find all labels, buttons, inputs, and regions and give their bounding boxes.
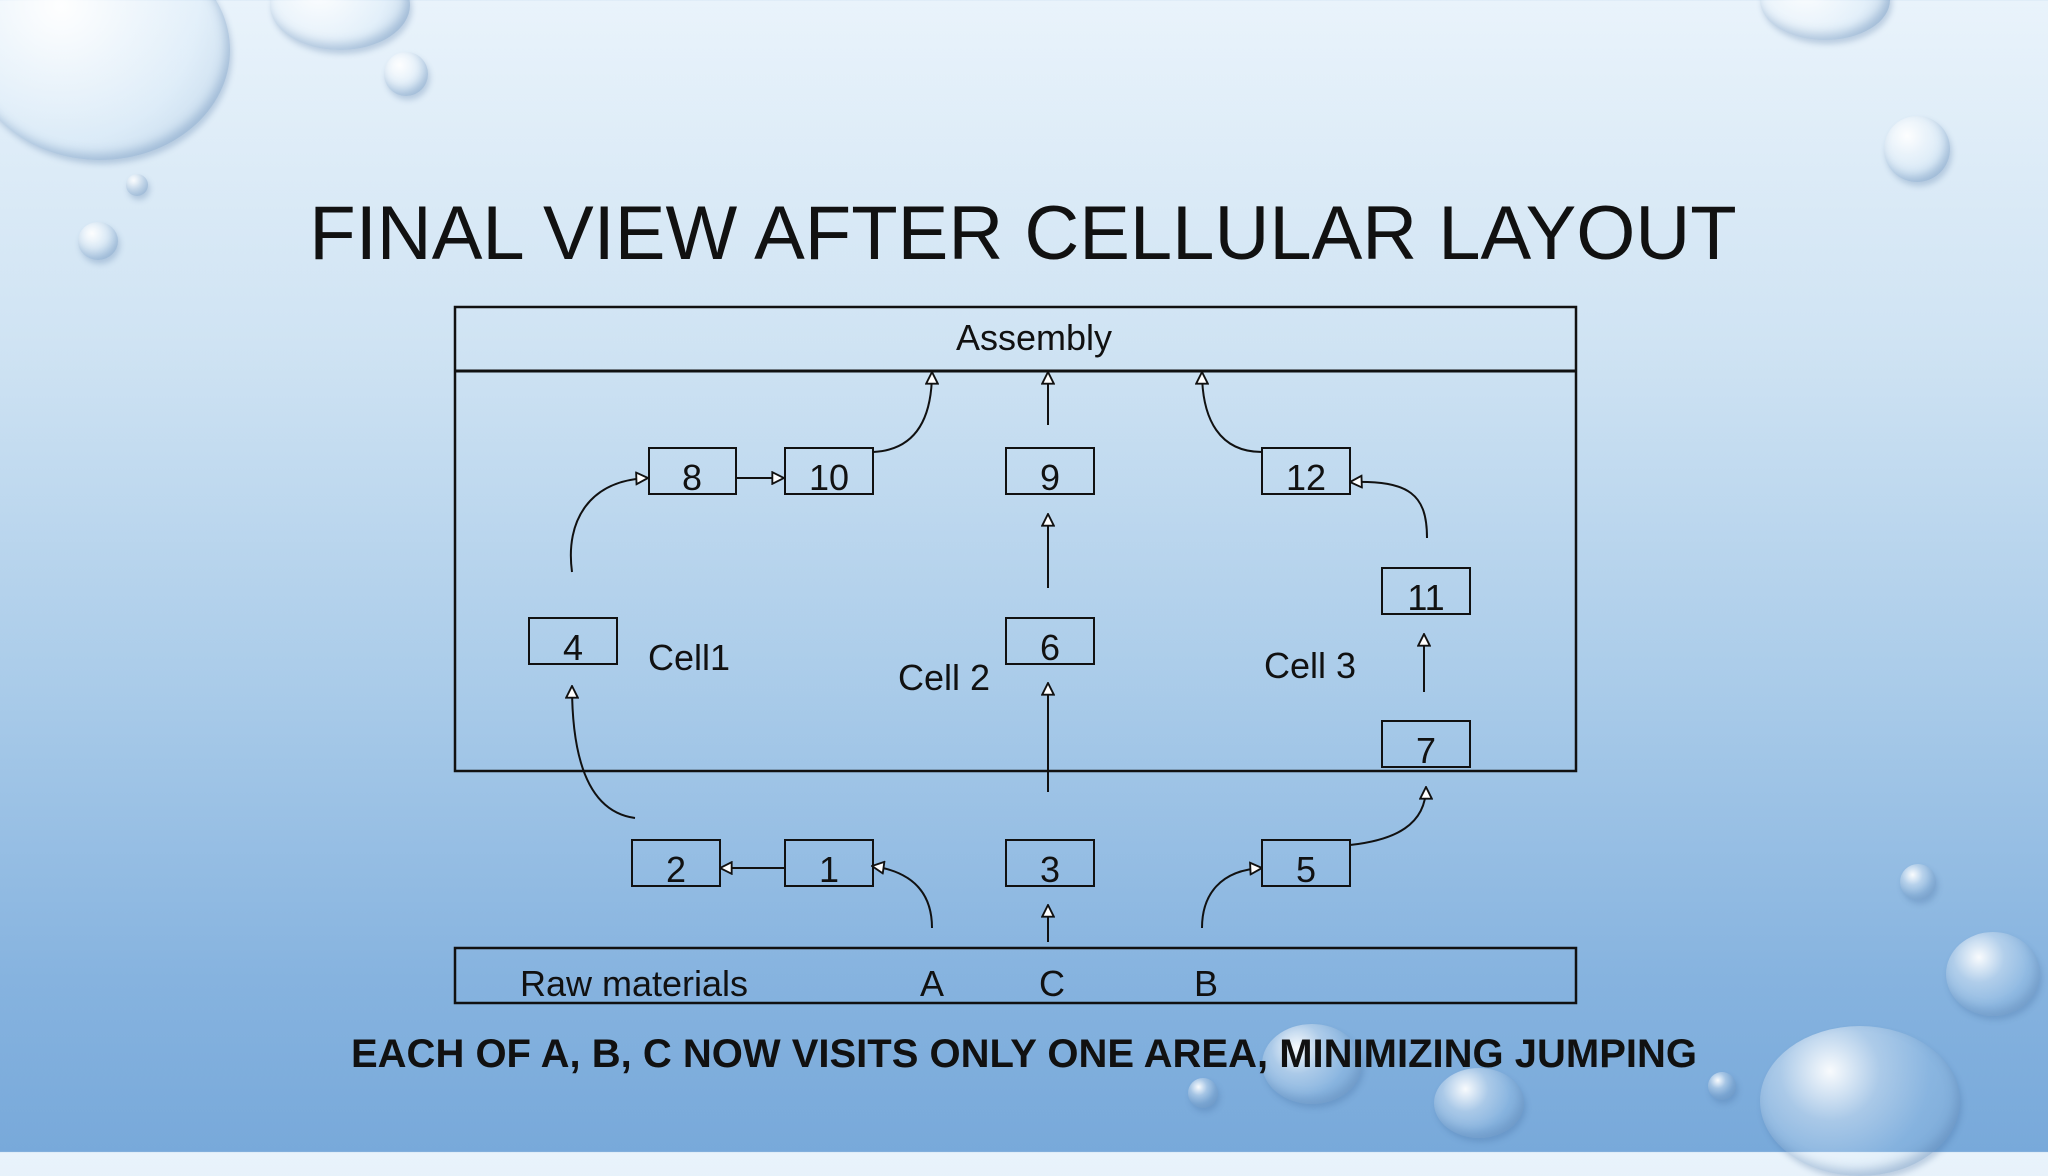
cell3-label: Cell 3	[1264, 645, 1356, 686]
svg-text:8: 8	[682, 457, 702, 498]
machine-7: 7	[1381, 720, 1471, 771]
cell1-label: Cell1	[648, 637, 730, 678]
flow-arrow	[1350, 482, 1428, 539]
svg-text:6: 6	[1040, 627, 1060, 668]
svg-text:11: 11	[1407, 577, 1444, 618]
plant-floor	[453, 305, 1578, 773]
assembly-label: Assembly	[956, 317, 1112, 358]
water-drop-decoration	[78, 222, 118, 260]
water-drop-decoration	[1760, 1026, 1960, 1176]
water-drop-decoration	[384, 52, 428, 96]
cellular-layout-diagram: Assembly Raw materials A C B Cell1 Cell …	[453, 305, 1578, 1005]
material-b-label: B	[1194, 963, 1218, 1004]
machine-12: 12	[1261, 447, 1351, 498]
raw-materials-area	[453, 946, 1578, 1005]
machine-1: 1	[784, 839, 874, 890]
flow-arrow	[1202, 372, 1263, 453]
machine-8: 8	[648, 447, 737, 498]
svg-text:3: 3	[1040, 849, 1060, 890]
flow-arrow	[569, 478, 648, 573]
svg-text:4: 4	[563, 627, 583, 668]
water-drop-decoration	[1884, 116, 1950, 182]
svg-text:10: 10	[809, 457, 849, 498]
water-drop-decoration	[1900, 864, 1936, 900]
water-drop-decoration	[1262, 1024, 1362, 1104]
flow-arrow	[1201, 868, 1262, 929]
water-drop-decoration	[1708, 1072, 1736, 1100]
machine-3: 3	[1005, 839, 1095, 890]
water-drop-decoration	[126, 174, 148, 196]
machine-2: 2	[631, 839, 721, 890]
flow-arrow	[872, 866, 933, 929]
flow-arrow	[1349, 787, 1426, 846]
svg-text:7: 7	[1416, 730, 1436, 771]
machine-9: 9	[1005, 447, 1095, 498]
water-drop-decoration	[1188, 1078, 1218, 1108]
svg-text:9: 9	[1040, 457, 1060, 498]
material-c-label: C	[1039, 963, 1065, 1004]
flow-arrow	[872, 372, 932, 453]
svg-text:2: 2	[666, 849, 686, 890]
machine-6: 6	[1005, 617, 1095, 668]
raw-materials-label: Raw materials	[520, 963, 748, 1004]
svg-text:12: 12	[1286, 457, 1326, 498]
flow-arrow	[572, 686, 636, 819]
water-drop-decoration	[1434, 1068, 1524, 1138]
water-drop-decoration	[1946, 932, 2040, 1016]
machine-5: 5	[1261, 839, 1351, 890]
slide-caption: EACH OF A, B, C NOW VISITS ONLY ONE AREA…	[350, 1032, 1697, 1076]
machine-11: 11	[1381, 567, 1471, 618]
slide-title: FINAL VIEW AFTER CELLULAR LAYOUT	[309, 191, 1737, 276]
svg-text:1: 1	[819, 849, 839, 890]
machine-4: 4	[528, 617, 618, 668]
svg-text:5: 5	[1296, 849, 1316, 890]
material-a-label: A	[920, 963, 944, 1004]
machine-10: 10	[784, 447, 874, 498]
cell2-label: Cell 2	[898, 657, 990, 698]
